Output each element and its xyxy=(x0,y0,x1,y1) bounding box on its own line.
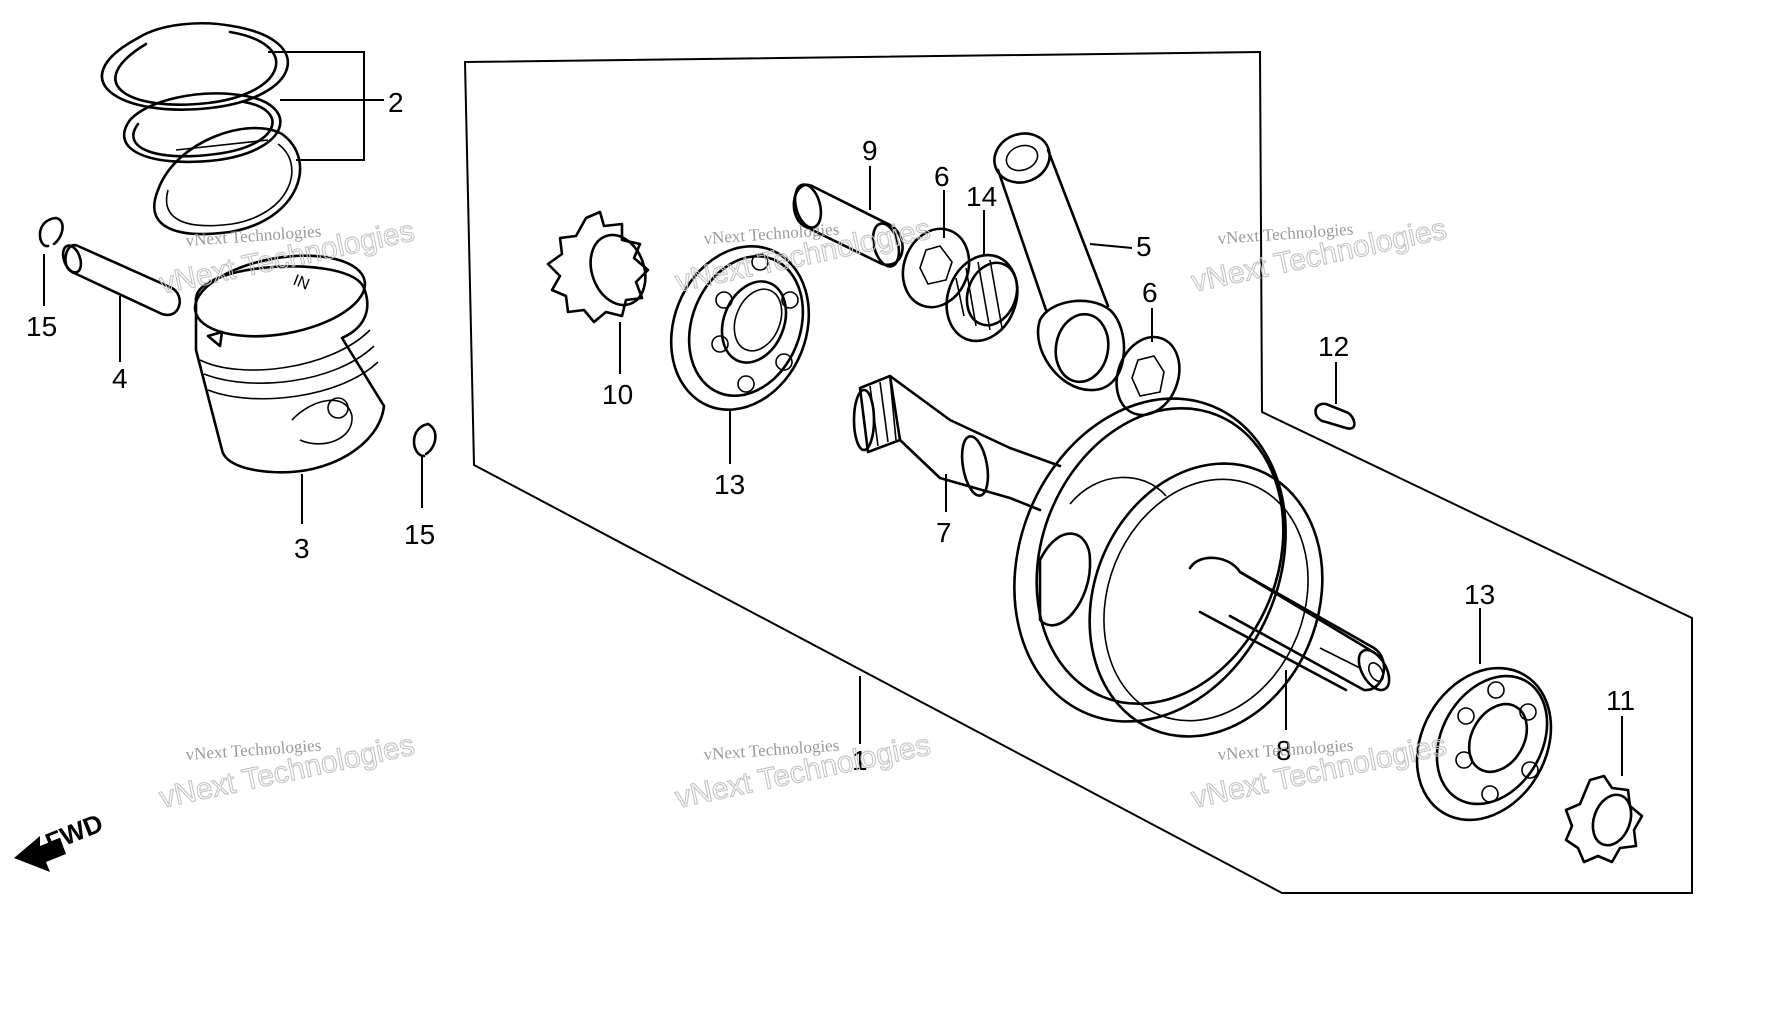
thrust-washer-left-part-6 xyxy=(901,227,971,309)
piston-pin-clip-left xyxy=(38,216,64,248)
timing-sprocket-part-11 xyxy=(1564,774,1644,864)
piston-in-mark: IN xyxy=(291,272,312,294)
callout-11: 11 xyxy=(1606,685,1635,716)
callout-1: 1 xyxy=(852,745,868,776)
callout-7: 7 xyxy=(936,517,952,548)
forward-direction-indicator: FWD xyxy=(14,808,107,872)
callout-13-left: 13 xyxy=(714,469,745,500)
piston-pin-part-4 xyxy=(61,243,182,317)
callout-numbers: 2 15 4 3 15 10 13 9 6 14 5 6 12 7 8 1 13… xyxy=(26,87,1635,776)
callout-6-right: 6 xyxy=(1142,277,1158,308)
leader-lines xyxy=(43,51,1623,776)
watermark: vNext Technologies vNext Technologies xyxy=(1188,212,1450,299)
callout-15-right: 15 xyxy=(404,519,435,550)
callout-14: 14 xyxy=(966,181,997,212)
piston-pin-clip-right xyxy=(412,422,437,458)
callout-10: 10 xyxy=(602,379,633,410)
timing-gear-part-10 xyxy=(546,210,650,324)
ball-bearing-left-part-13 xyxy=(669,244,811,412)
callout-2: 2 xyxy=(388,87,404,118)
watermark: vNext Technologies vNext Technologies xyxy=(672,728,934,815)
crankshaft-assembly xyxy=(852,374,1391,738)
callout-3: 3 xyxy=(294,533,310,564)
ball-bearing-right-part-13 xyxy=(1415,666,1553,822)
woodruff-key-part-12 xyxy=(1314,402,1356,430)
crank-pin-part-9 xyxy=(792,183,904,268)
callout-13-right: 13 xyxy=(1464,579,1495,610)
assembly-outline xyxy=(463,50,1693,894)
watermark: vNext Technologies vNext Technologies xyxy=(156,214,418,301)
needle-bearing-part-14 xyxy=(945,253,1019,343)
callout-4: 4 xyxy=(112,363,128,394)
callout-15-left: 15 xyxy=(26,311,57,342)
callout-12: 12 xyxy=(1318,331,1349,362)
piston-part-3: IN xyxy=(193,254,386,474)
watermark: vNext Technologies vNext Technologies xyxy=(156,728,418,815)
callout-6-left: 6 xyxy=(934,161,950,192)
watermark: vNext Technologies vNext Technologies xyxy=(1188,728,1450,815)
callout-9: 9 xyxy=(862,135,878,166)
callout-5: 5 xyxy=(1136,231,1152,262)
connecting-rod-part-5 xyxy=(993,132,1126,392)
forward-arrow-icon xyxy=(14,836,66,872)
piston-rings-part-2 xyxy=(100,22,302,236)
callout-8: 8 xyxy=(1276,735,1292,766)
thrust-washer-right-part-6 xyxy=(1115,335,1181,417)
fwd-label: FWD xyxy=(41,808,107,858)
